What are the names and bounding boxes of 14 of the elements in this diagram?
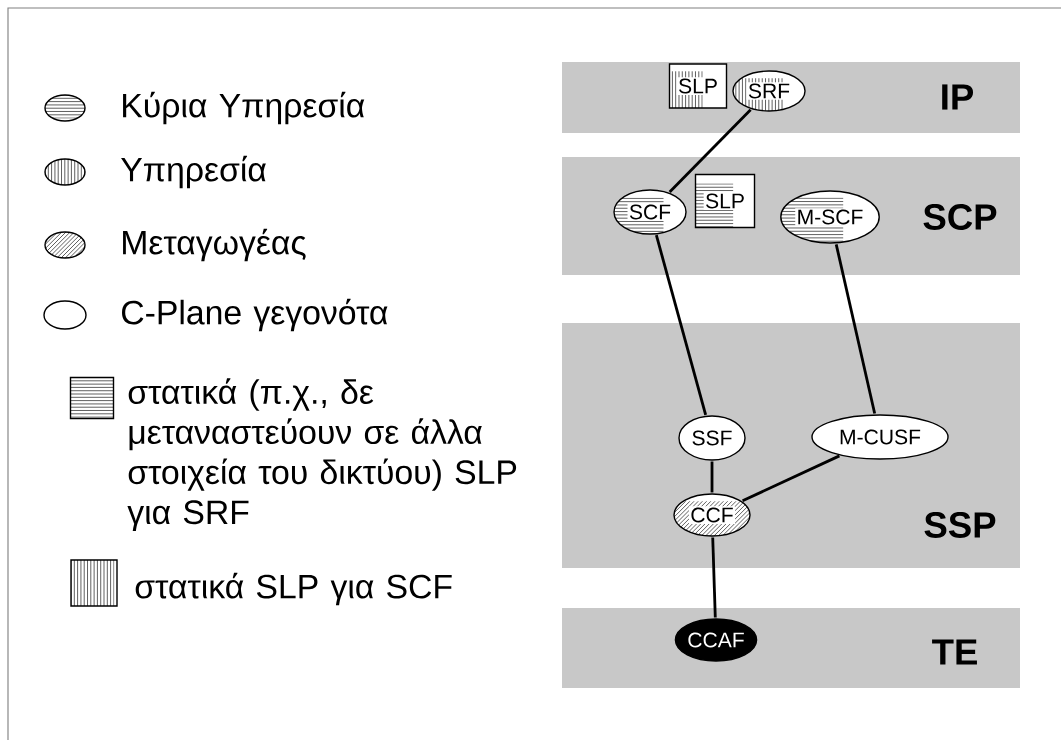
legend-text: Κύρια Υπηρεσία xyxy=(123,91,365,125)
legend-text: Υπηρεσία xyxy=(121,155,266,189)
program-square: SLP xyxy=(694,173,756,229)
connector-line xyxy=(655,234,707,416)
connector-line xyxy=(834,244,877,414)
legend-text: στατικά (π.χ., δε μεταναστεύουν σε άλλα στοιχεία του δικτύου) SLP για SRF xyxy=(127,378,517,531)
connector-line xyxy=(742,454,840,503)
connector-line xyxy=(668,108,752,193)
connector-line xyxy=(710,461,714,493)
legend-text: Μεταγωγέας xyxy=(123,228,306,262)
connector-line xyxy=(711,537,717,618)
legend-text: C-Plane γεγονότα xyxy=(122,298,388,332)
legend-text: στατικά SLP για SCF xyxy=(135,572,452,606)
program-square: SLP xyxy=(668,63,728,109)
